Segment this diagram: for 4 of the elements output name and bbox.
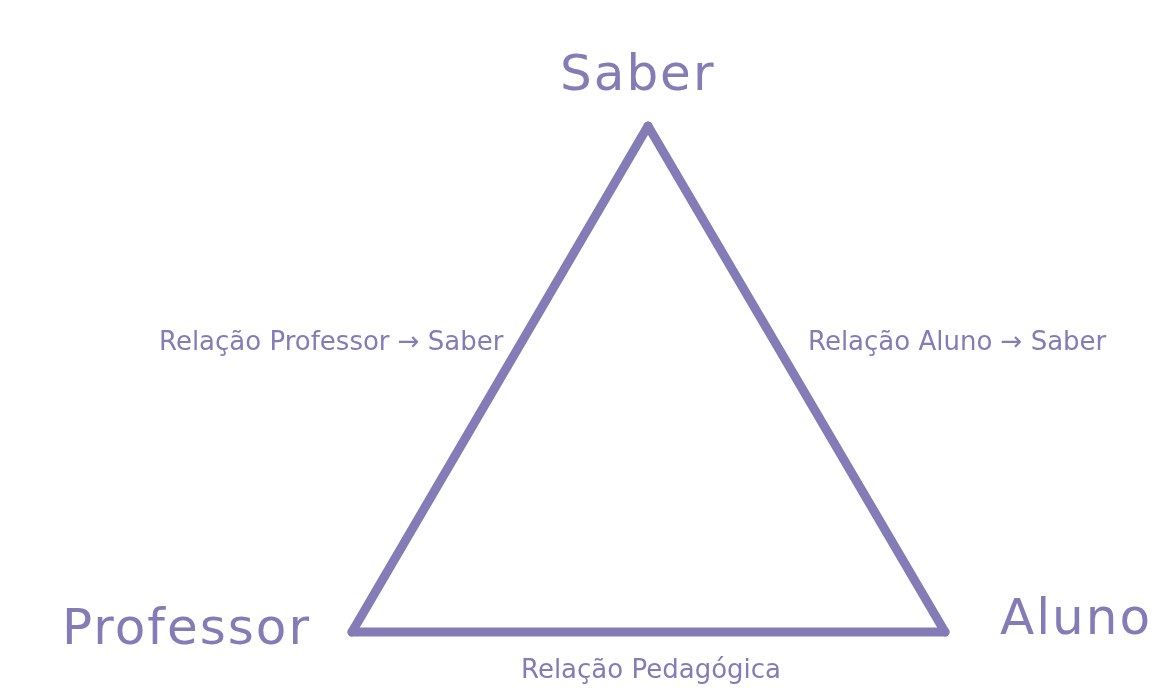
vertex-label: Saber xyxy=(560,48,716,98)
vertex-label: Aluno xyxy=(1000,592,1153,642)
triangle-side xyxy=(347,627,950,637)
vertex-label: Professor xyxy=(62,602,311,652)
